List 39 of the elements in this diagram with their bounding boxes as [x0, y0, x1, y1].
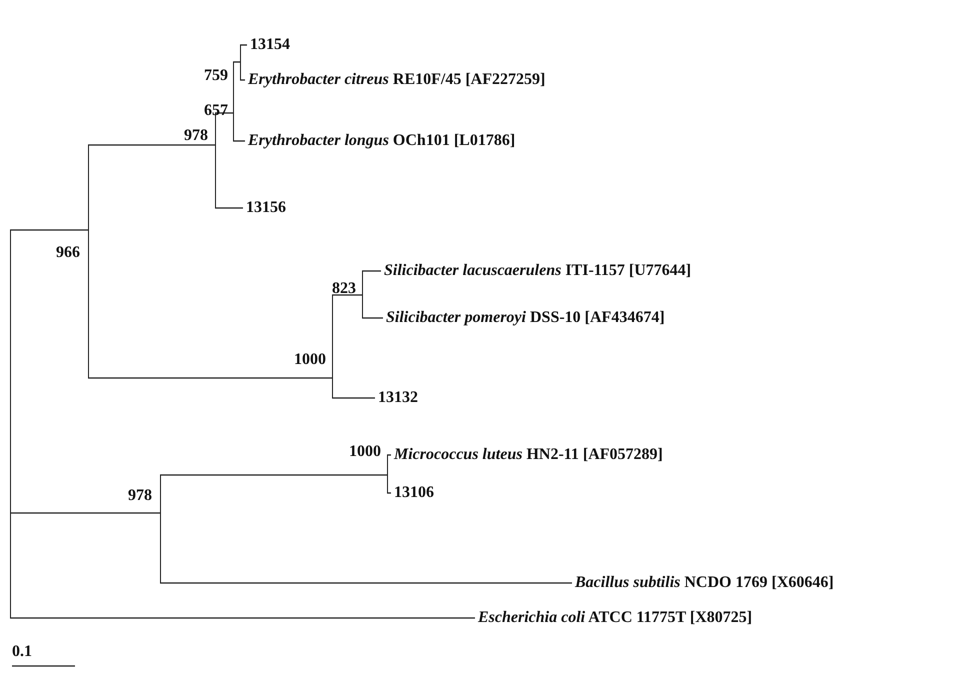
tree-branch: [387, 492, 391, 494]
taxon-label: 13156: [246, 198, 286, 218]
bootstrap-value: 978: [184, 127, 208, 145]
taxon-label: Silicibacter pomeroyi DSS-10 [AF434674]: [386, 308, 665, 328]
tree-branch: [240, 79, 245, 81]
taxon-label: Erythrobacter citreus RE10F/45 [AF227259]: [248, 70, 546, 90]
bootstrap-value: 823: [332, 280, 356, 298]
tree-branch: [240, 44, 247, 46]
tree-branch: [10, 229, 88, 231]
tree-branch: [10, 617, 475, 619]
bootstrap-value: 759: [204, 67, 228, 85]
scale-label: 0.1: [12, 642, 32, 662]
tree-branch: [332, 397, 375, 399]
taxon-label: Escherichia coli ATCC 11775T [X80725]: [478, 608, 752, 628]
tree-branch: [332, 294, 362, 296]
taxon-label: Micrococcus luteus HN2-11 [AF057289]: [394, 445, 663, 465]
tree-branch: [362, 317, 383, 319]
tree-branch: [88, 377, 332, 379]
tree-branch: [362, 270, 381, 272]
tree-branch: [88, 144, 215, 146]
taxon-label: 13132: [378, 388, 418, 408]
taxon-label: 13154: [250, 35, 290, 55]
tree-branch: [215, 207, 243, 209]
taxon-label: Bacillus subtilis NCDO 1769 [X60646]: [575, 573, 834, 593]
bootstrap-value: 966: [56, 244, 80, 262]
tree-branch: [233, 140, 245, 142]
tree-branch: [160, 582, 572, 584]
bootstrap-value: 1000: [294, 351, 326, 369]
bootstrap-value: 1000: [349, 443, 381, 461]
tree-branch: [10, 512, 160, 514]
bootstrap-value: 657: [204, 102, 228, 120]
tree-branch: [233, 61, 240, 63]
bootstrap-value: 978: [128, 487, 152, 505]
tree-branch: [387, 454, 391, 456]
tree-branch: [215, 112, 233, 114]
taxon-label: 13106: [394, 483, 434, 503]
taxon-label: Erythrobacter longus OCh101 [L01786]: [248, 131, 516, 151]
tree-branch: [160, 474, 387, 476]
taxon-label: Silicibacter lacuscaerulens ITI-1157 [U77644]: [384, 261, 692, 281]
